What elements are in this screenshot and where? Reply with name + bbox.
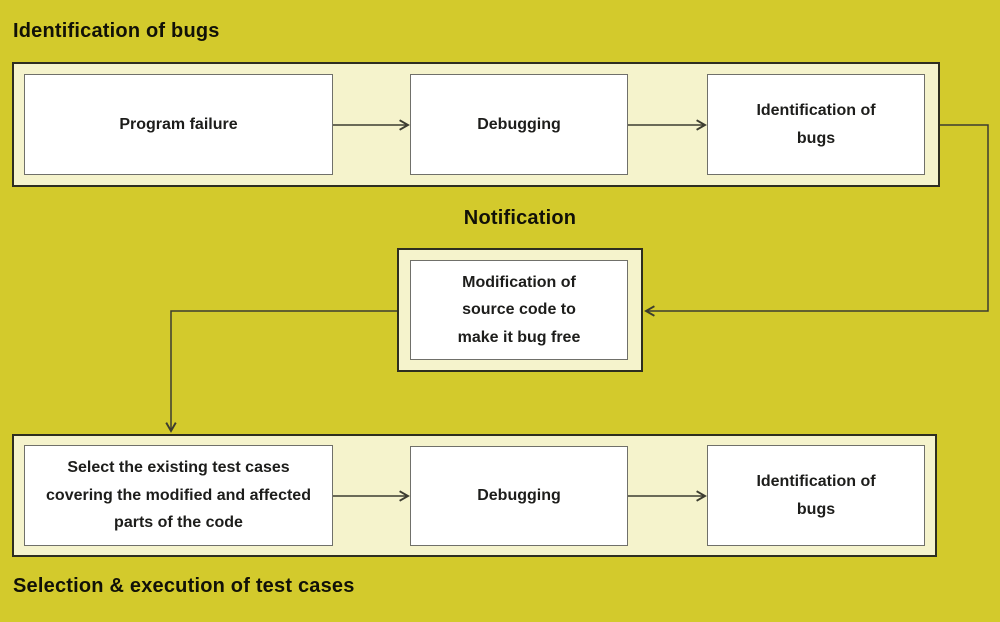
node-program-failure: Program failure [24, 74, 333, 175]
node-identification-of-bugs-top: Identification of bugs [707, 74, 925, 175]
frame-modification: Modification of source code to make it b… [397, 248, 643, 372]
node-identification-of-bugs-bottom: Identification of bugs [707, 445, 925, 546]
band-selection-phase: Select the existing test cases covering … [12, 434, 937, 557]
arrow-modification-to-selection-band [165, 310, 397, 433]
node-select-existing-test-cases: Select the existing test cases covering … [24, 445, 333, 546]
node-debugging-top: Debugging [410, 74, 628, 175]
node-modification-of-source-code: Modification of source code to make it b… [410, 260, 628, 360]
section-title-selection-execution: Selection & execution of test cases [13, 575, 355, 597]
band-identification-phase: Program failure Debugging Identification… [12, 62, 940, 187]
section-title-notification: Notification [463, 207, 577, 229]
section-title-identification-of-bugs: Identification of bugs [13, 20, 220, 42]
node-debugging-bottom: Debugging [410, 446, 628, 546]
